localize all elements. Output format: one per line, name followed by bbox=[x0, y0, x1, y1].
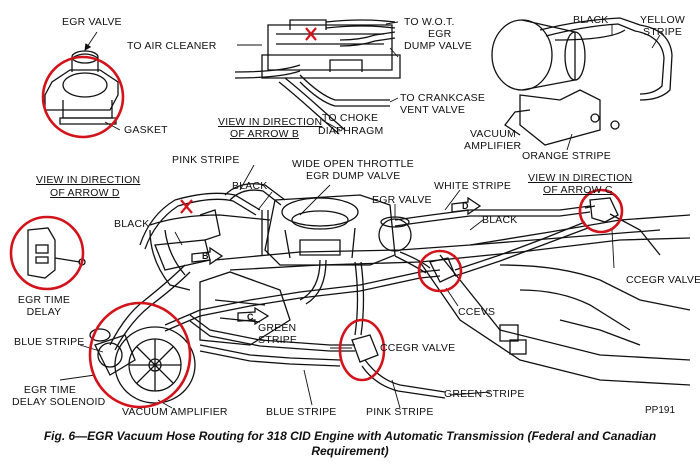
view-arrow-b-label-2: OF ARROW B bbox=[230, 128, 300, 140]
to-air-cleaner-label: TO AIR CLEANER bbox=[127, 40, 217, 52]
green-stripe-mid-label-2: STRIPE bbox=[258, 334, 298, 346]
blue-stripe-bottom-label: BLUE STRIPE bbox=[266, 406, 337, 418]
ccegr-valve-right-label: CCEGR VALVE bbox=[626, 274, 700, 286]
vacuum-amplifier-top-detail bbox=[491, 17, 673, 146]
x-mark-left bbox=[180, 199, 193, 214]
vacuum-amplifier-bottom-label: VACUUM AMPLIFIER bbox=[122, 406, 228, 418]
black-top-label: BLACK bbox=[573, 14, 609, 26]
removed-hose-marks bbox=[180, 27, 317, 214]
white-stripe-label: WHITE STRIPE bbox=[434, 180, 512, 192]
egr-solenoid-label-1: EGR TIME bbox=[23, 384, 77, 396]
caption-line-1: Fig. 6—EGR Vacuum Hose Routing for 318 C… bbox=[43, 429, 657, 443]
yellow-stripe-label-1: YELLOW bbox=[640, 14, 685, 26]
vacuum-amplifier-top-label-1: VACUUM bbox=[470, 128, 516, 140]
pink-stripe-bottom-label: PINK STRIPE bbox=[366, 406, 434, 418]
ccegr-valve-right-highlight bbox=[578, 188, 624, 234]
to-choke-label: TO CHOKE bbox=[322, 112, 379, 124]
green-stripe-mid-label-1: GREEN bbox=[258, 322, 297, 334]
black-right-label: BLACK bbox=[482, 214, 518, 226]
highlight-circles bbox=[9, 55, 624, 409]
ccegr-valve-mid-body bbox=[351, 334, 379, 363]
to-wot-label-3: DUMP VALVE bbox=[404, 40, 472, 52]
to-crankcase-label: TO CRANKCASE bbox=[400, 92, 486, 104]
black-mid-label: BLACK bbox=[232, 180, 268, 192]
yellow-stripe-label-2: STRIPE bbox=[643, 26, 683, 38]
caption-line-2: Requirement) bbox=[311, 444, 389, 458]
direction-arrows bbox=[191, 196, 482, 326]
egr-valve-detail bbox=[44, 50, 119, 125]
to-wot-label-2: EGR bbox=[428, 28, 452, 40]
ccevs-label: CCEVS bbox=[458, 306, 496, 318]
pink-stripe-top-label: PINK STRIPE bbox=[172, 154, 240, 166]
view-arrow-d-label-1: VIEW IN DIRECTION bbox=[36, 174, 141, 186]
ccevs-highlight bbox=[417, 249, 463, 293]
ccegr-valve-mid-label: CCEGR VALVE bbox=[380, 342, 456, 354]
wot-dump-label-2: EGR DUMP VALVE bbox=[306, 170, 401, 182]
egr-time-delay-detail bbox=[27, 227, 86, 279]
x-mark-top bbox=[305, 27, 317, 41]
gasket-label: GASKET bbox=[124, 124, 168, 136]
arrow-c-letter: C bbox=[247, 312, 254, 322]
figure-code: PP191 bbox=[645, 405, 676, 416]
figure-caption: Fig. 6—EGR Vacuum Hose Routing for 318 C… bbox=[4, 429, 696, 459]
to-wot-label-1: TO W.O.T. bbox=[404, 16, 455, 28]
egr-time-delay-label-2: DELAY bbox=[26, 306, 62, 318]
engine-assembly bbox=[149, 194, 691, 386]
ccevs-body bbox=[429, 257, 456, 283]
blue-stripe-left-label: BLUE STRIPE bbox=[14, 336, 85, 348]
vacuum-hoses bbox=[109, 183, 591, 399]
black-left-label: BLACK bbox=[114, 218, 150, 230]
diaphragm-label: DIAPHRAGM bbox=[318, 125, 384, 137]
view-arrow-c-label-1: VIEW IN DIRECTION bbox=[528, 172, 633, 184]
egr-valve-highlight bbox=[41, 55, 125, 139]
vent-valve-label: VENT VALVE bbox=[400, 104, 466, 116]
vacuum-amplifier-lower bbox=[89, 326, 196, 404]
view-arrow-d-label-2: OF ARROW D bbox=[50, 187, 120, 199]
arrow-b-letter: B bbox=[202, 251, 209, 261]
arrow-d-letter: D bbox=[462, 201, 469, 211]
vacuum-amplifier-highlight bbox=[88, 301, 192, 409]
egr-time-delay-highlight bbox=[9, 215, 85, 291]
ccegr-valve-mid-highlight bbox=[338, 318, 386, 382]
egr-valve-mid-label: EGR VALVE bbox=[372, 194, 432, 206]
egr-valve-label: EGR VALVE bbox=[62, 16, 122, 28]
wot-dump-label-1: WIDE OPEN THROTTLE bbox=[292, 158, 414, 170]
carb-top-detail bbox=[234, 19, 401, 135]
view-arrow-b-label-1: VIEW IN DIRECTION bbox=[218, 116, 323, 128]
vacuum-amplifier-top-label-2: AMPLIFIER bbox=[464, 140, 522, 152]
view-arrow-c-label-2: OF ARROW C bbox=[543, 184, 613, 196]
egr-time-delay-label-1: EGR TIME bbox=[17, 294, 71, 306]
orange-stripe-label: ORANGE STRIPE bbox=[522, 150, 611, 162]
egr-solenoid-label-2: DELAY SOLENOID bbox=[12, 396, 106, 408]
green-stripe-bottom-label: GREEN STRIPE bbox=[444, 388, 525, 400]
